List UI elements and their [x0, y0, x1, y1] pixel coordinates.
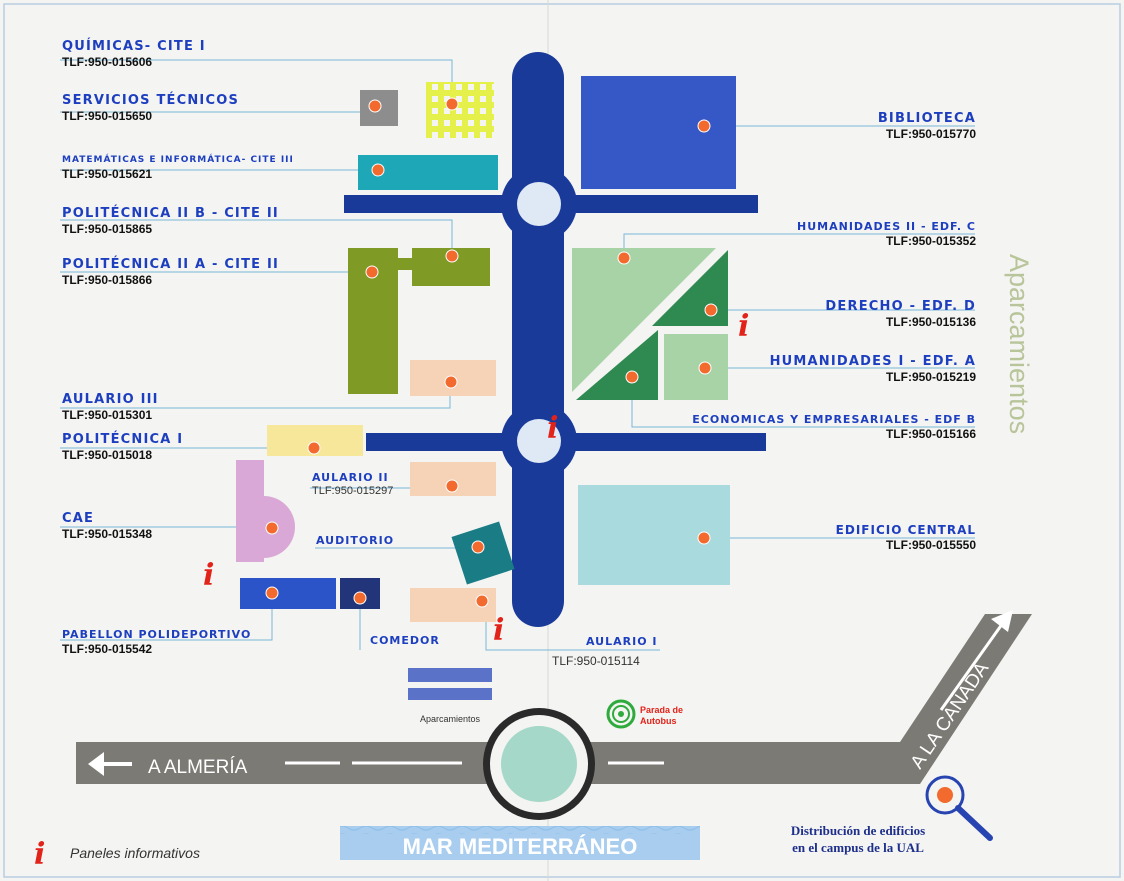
label-central: EDIFICIO CENTRAL TLF:950-015550	[835, 523, 976, 552]
info-marker: i	[493, 613, 504, 648]
cae-building	[236, 460, 295, 562]
side-parking-label: Aparcamientos	[1004, 254, 1034, 434]
humanidades1-building	[664, 334, 728, 400]
bus-stop-label: Parada de	[640, 705, 683, 715]
biblioteca-building	[581, 76, 736, 189]
pabellon-building	[240, 578, 336, 609]
label-politecnica1: POLITÉCNICA I TLF:950-015018	[62, 432, 184, 462]
bus-stop-icon	[606, 699, 636, 729]
auditorio-building	[451, 521, 515, 585]
label-derecho: DERECHO - EDF. D TLF:950-015136	[825, 299, 976, 329]
label-matematicas: MATEMÁTICAS E INFORMÁTICA- CITE III TLF:…	[62, 155, 294, 181]
humanidades2-building	[572, 248, 716, 392]
quimicas-building	[426, 82, 494, 138]
building-markers	[265, 97, 718, 608]
arrow-icon	[991, 610, 1013, 632]
sea-label: MAR MEDITERRÁNEO	[403, 834, 638, 859]
label-comedor: COMEDOR	[370, 634, 440, 647]
label-aulario1-tel: TLF:950-015114	[552, 654, 640, 668]
parking-legend-label: Aparcamientos	[420, 714, 481, 724]
label-biblioteca: BIBLIOTECA TLF:950-015770	[877, 111, 976, 141]
label-humanidades1: HUMANIDADES I - EDF. A TLF:950-015219	[769, 354, 976, 384]
label-economicas: ECONOMICAS Y EMPRESARIALES - EDF B TLF:9…	[692, 413, 976, 441]
economicas-building	[576, 330, 658, 400]
info-marker: i	[738, 309, 749, 344]
main-avenue	[512, 52, 564, 627]
caption-line: en el campus de la UAL	[792, 840, 924, 855]
page-frame	[3, 3, 1121, 878]
road-label-almeria: A ALMERÍA	[148, 757, 248, 778]
info-legend-text: Paneles informativos	[70, 845, 200, 861]
label-aulario3: AULARIO III TLF:950-015301	[62, 392, 159, 422]
label-auditorio: AUDITORIO	[316, 534, 395, 547]
parking-legend-bar	[408, 688, 492, 700]
label-quimicas: QUÍMICAS- CITE I TLF:950-015606	[62, 39, 206, 69]
label-cae: CAE TLF:950-015348	[62, 511, 153, 541]
label-humanidades2: HUMANIDADES II - EDF. C TLF:950-015352	[797, 220, 976, 248]
info-marker: i	[203, 558, 214, 593]
bus-stop-label: Autobus	[640, 716, 677, 726]
label-politecnica2a: POLITÉCNICA II A - CITE II TLF:950-01586…	[62, 257, 280, 287]
label-politecnica2b: POLITÉCNICA II B - CITE II TLF:950-01586…	[62, 206, 279, 236]
label-pabellon: PABELLON POLIDEPORTIVO TLF:950-015542	[62, 628, 252, 656]
arrow-icon	[939, 619, 1007, 711]
info-marker: i	[547, 411, 558, 446]
parking-legend-bar	[408, 668, 492, 682]
label-aulario1: AULARIO I	[586, 635, 658, 648]
label-aulario2: AULARIO II TLF:950-015297	[312, 471, 394, 497]
magnifier-icon	[925, 775, 993, 841]
label-servicios: SERVICIOS TÉCNICOS TLF:950-015650	[62, 93, 240, 123]
info-legend-icon: i	[34, 837, 45, 872]
caption-line: Distribución de edificios	[791, 823, 925, 838]
info-panel-markers: i i i i	[203, 309, 749, 648]
